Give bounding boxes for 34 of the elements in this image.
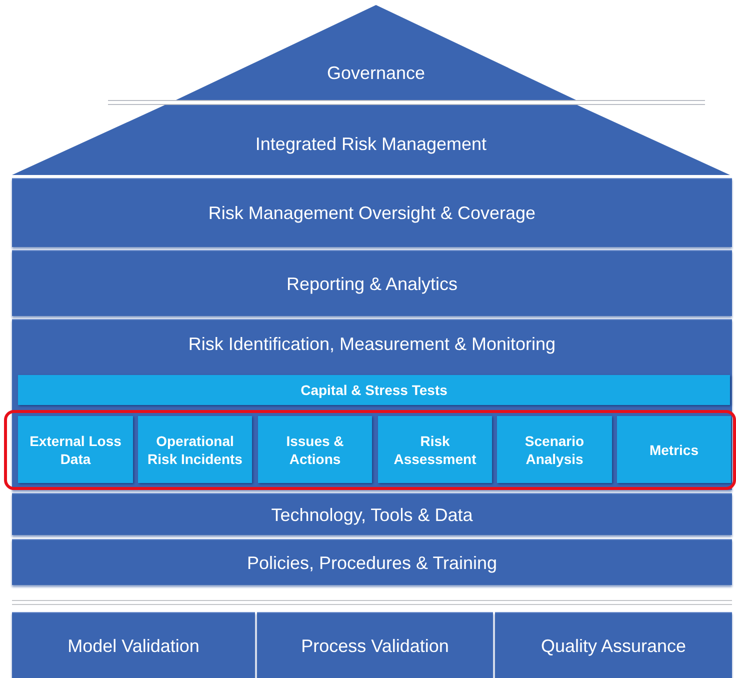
band-label: Process Validation	[300, 636, 450, 656]
box-label: Metrics	[648, 440, 700, 458]
box-label: Capital & Stress Tests	[300, 381, 448, 399]
layer-band	[12, 612, 255, 678]
component-box	[18, 375, 730, 405]
layer-band	[495, 612, 732, 678]
band-label: Policies, Procedures & Training	[246, 552, 498, 572]
component-box	[138, 416, 252, 483]
box-label: Risk Assessment	[392, 432, 478, 468]
band-label: Governance	[326, 63, 426, 83]
box-label: External Loss Data	[28, 432, 122, 468]
component-box	[617, 416, 731, 483]
layer-band	[12, 250, 732, 316]
band-label: Technology, Tools & Data	[270, 504, 474, 524]
box-label: Issues & Actions	[285, 432, 345, 468]
box-label: Scenario Analysis	[524, 432, 586, 468]
band-label: Model Validation	[66, 636, 200, 656]
band-label: Reporting & Analytics	[285, 274, 459, 294]
roof-triangle	[176, 5, 576, 100]
layer-band	[12, 539, 732, 585]
component-box	[378, 416, 492, 483]
component-box	[497, 416, 612, 483]
component-box	[18, 416, 133, 483]
band-label: Integrated Risk Management	[254, 134, 488, 154]
layer-band	[12, 319, 732, 490]
roof-band	[12, 104, 730, 175]
layer-band	[12, 493, 732, 535]
band-label: Risk Management Oversight & Coverage	[207, 203, 537, 223]
band-label: Quality Assurance	[540, 636, 688, 656]
layer-band	[12, 178, 732, 247]
band-label: Risk Identification, Measurement & Monitoring	[187, 334, 557, 354]
layer-band	[257, 612, 493, 678]
component-box	[258, 416, 372, 483]
box-label: Operational Risk Incidents	[146, 432, 244, 468]
